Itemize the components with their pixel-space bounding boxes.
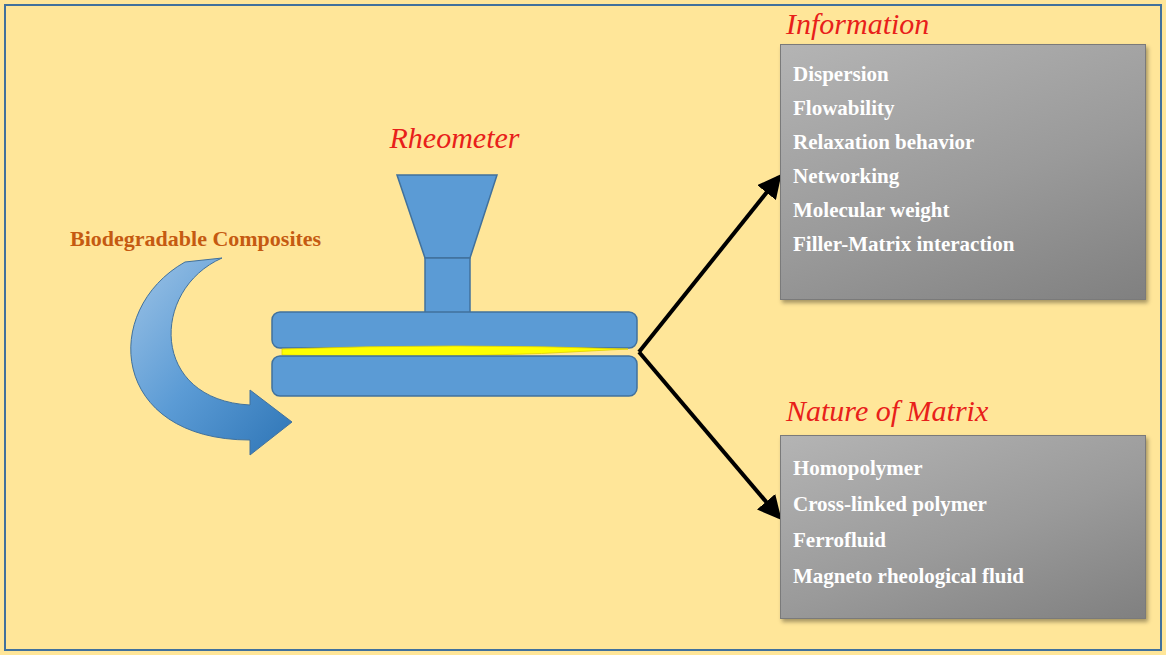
lower-plate xyxy=(272,356,637,396)
box-heading: Information xyxy=(780,6,1146,42)
arrow-connector xyxy=(639,177,779,352)
list-item: Flowability xyxy=(793,91,1133,125)
gray-panel: DispersionFlowabilityRelaxation behavior… xyxy=(780,44,1146,300)
material-label: Biodegradable Composites xyxy=(70,226,321,252)
list-item: Networking xyxy=(793,159,1133,193)
list-item: Molecular weight xyxy=(793,193,1133,227)
curved-arrow xyxy=(131,258,292,455)
rheometer xyxy=(272,175,637,396)
upper-plate xyxy=(272,312,637,348)
rheometer-node: Rheometer xyxy=(272,120,637,396)
box-heading: Rheometer xyxy=(272,120,637,156)
rheometer-shaft xyxy=(425,258,470,314)
list-item: Relaxation behavior xyxy=(793,125,1133,159)
info-box: Nature of MatrixHomopolymerCross-linked … xyxy=(780,393,1146,613)
page-border xyxy=(5,5,1161,650)
list-item: Ferrofluid xyxy=(793,522,1133,558)
box-heading: Nature of Matrix xyxy=(780,393,1146,429)
list-item: Filler-Matrix interaction xyxy=(793,227,1133,261)
list-item: Homopolymer xyxy=(793,450,1133,486)
list-item: Dispersion xyxy=(793,57,1133,91)
gray-panel: HomopolymerCross-linked polymerFerroflui… xyxy=(780,435,1146,619)
info-box: InformationDispersionFlowabilityRelaxati… xyxy=(780,6,1146,298)
rheometer-head xyxy=(397,175,497,258)
arrow-connector xyxy=(639,352,779,517)
list-item: Cross-linked polymer xyxy=(793,486,1133,522)
list-item: Magneto rheological fluid xyxy=(793,558,1133,594)
sample-layer xyxy=(282,346,628,357)
